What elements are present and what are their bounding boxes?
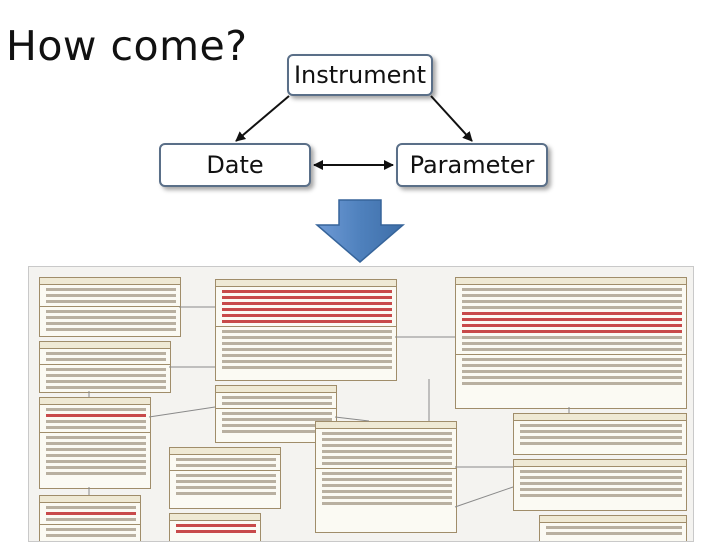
edge-instrument-parameter <box>430 95 473 142</box>
edge-instrument-date <box>235 95 290 142</box>
uml-class <box>215 279 397 381</box>
uml-class <box>39 495 141 541</box>
uml-class <box>513 413 687 455</box>
uml-class <box>39 341 171 393</box>
uml-class <box>315 421 457 533</box>
uml-class <box>39 277 181 337</box>
instrument-node: Instrument <box>287 54 433 96</box>
parameter-node: Parameter <box>396 143 548 187</box>
date-node: Date <box>159 143 311 187</box>
uml-class <box>39 397 151 489</box>
diagram-connectors <box>235 95 473 263</box>
uml-class <box>539 515 687 541</box>
uml-class <box>169 513 261 541</box>
uml-associations <box>88 306 570 508</box>
slide-title: How come? <box>6 22 248 70</box>
down-arrow-icon <box>314 199 406 263</box>
class-diagram-image <box>28 266 694 542</box>
uml-class <box>513 459 687 511</box>
uml-class <box>169 447 281 509</box>
uml-class <box>455 277 687 409</box>
